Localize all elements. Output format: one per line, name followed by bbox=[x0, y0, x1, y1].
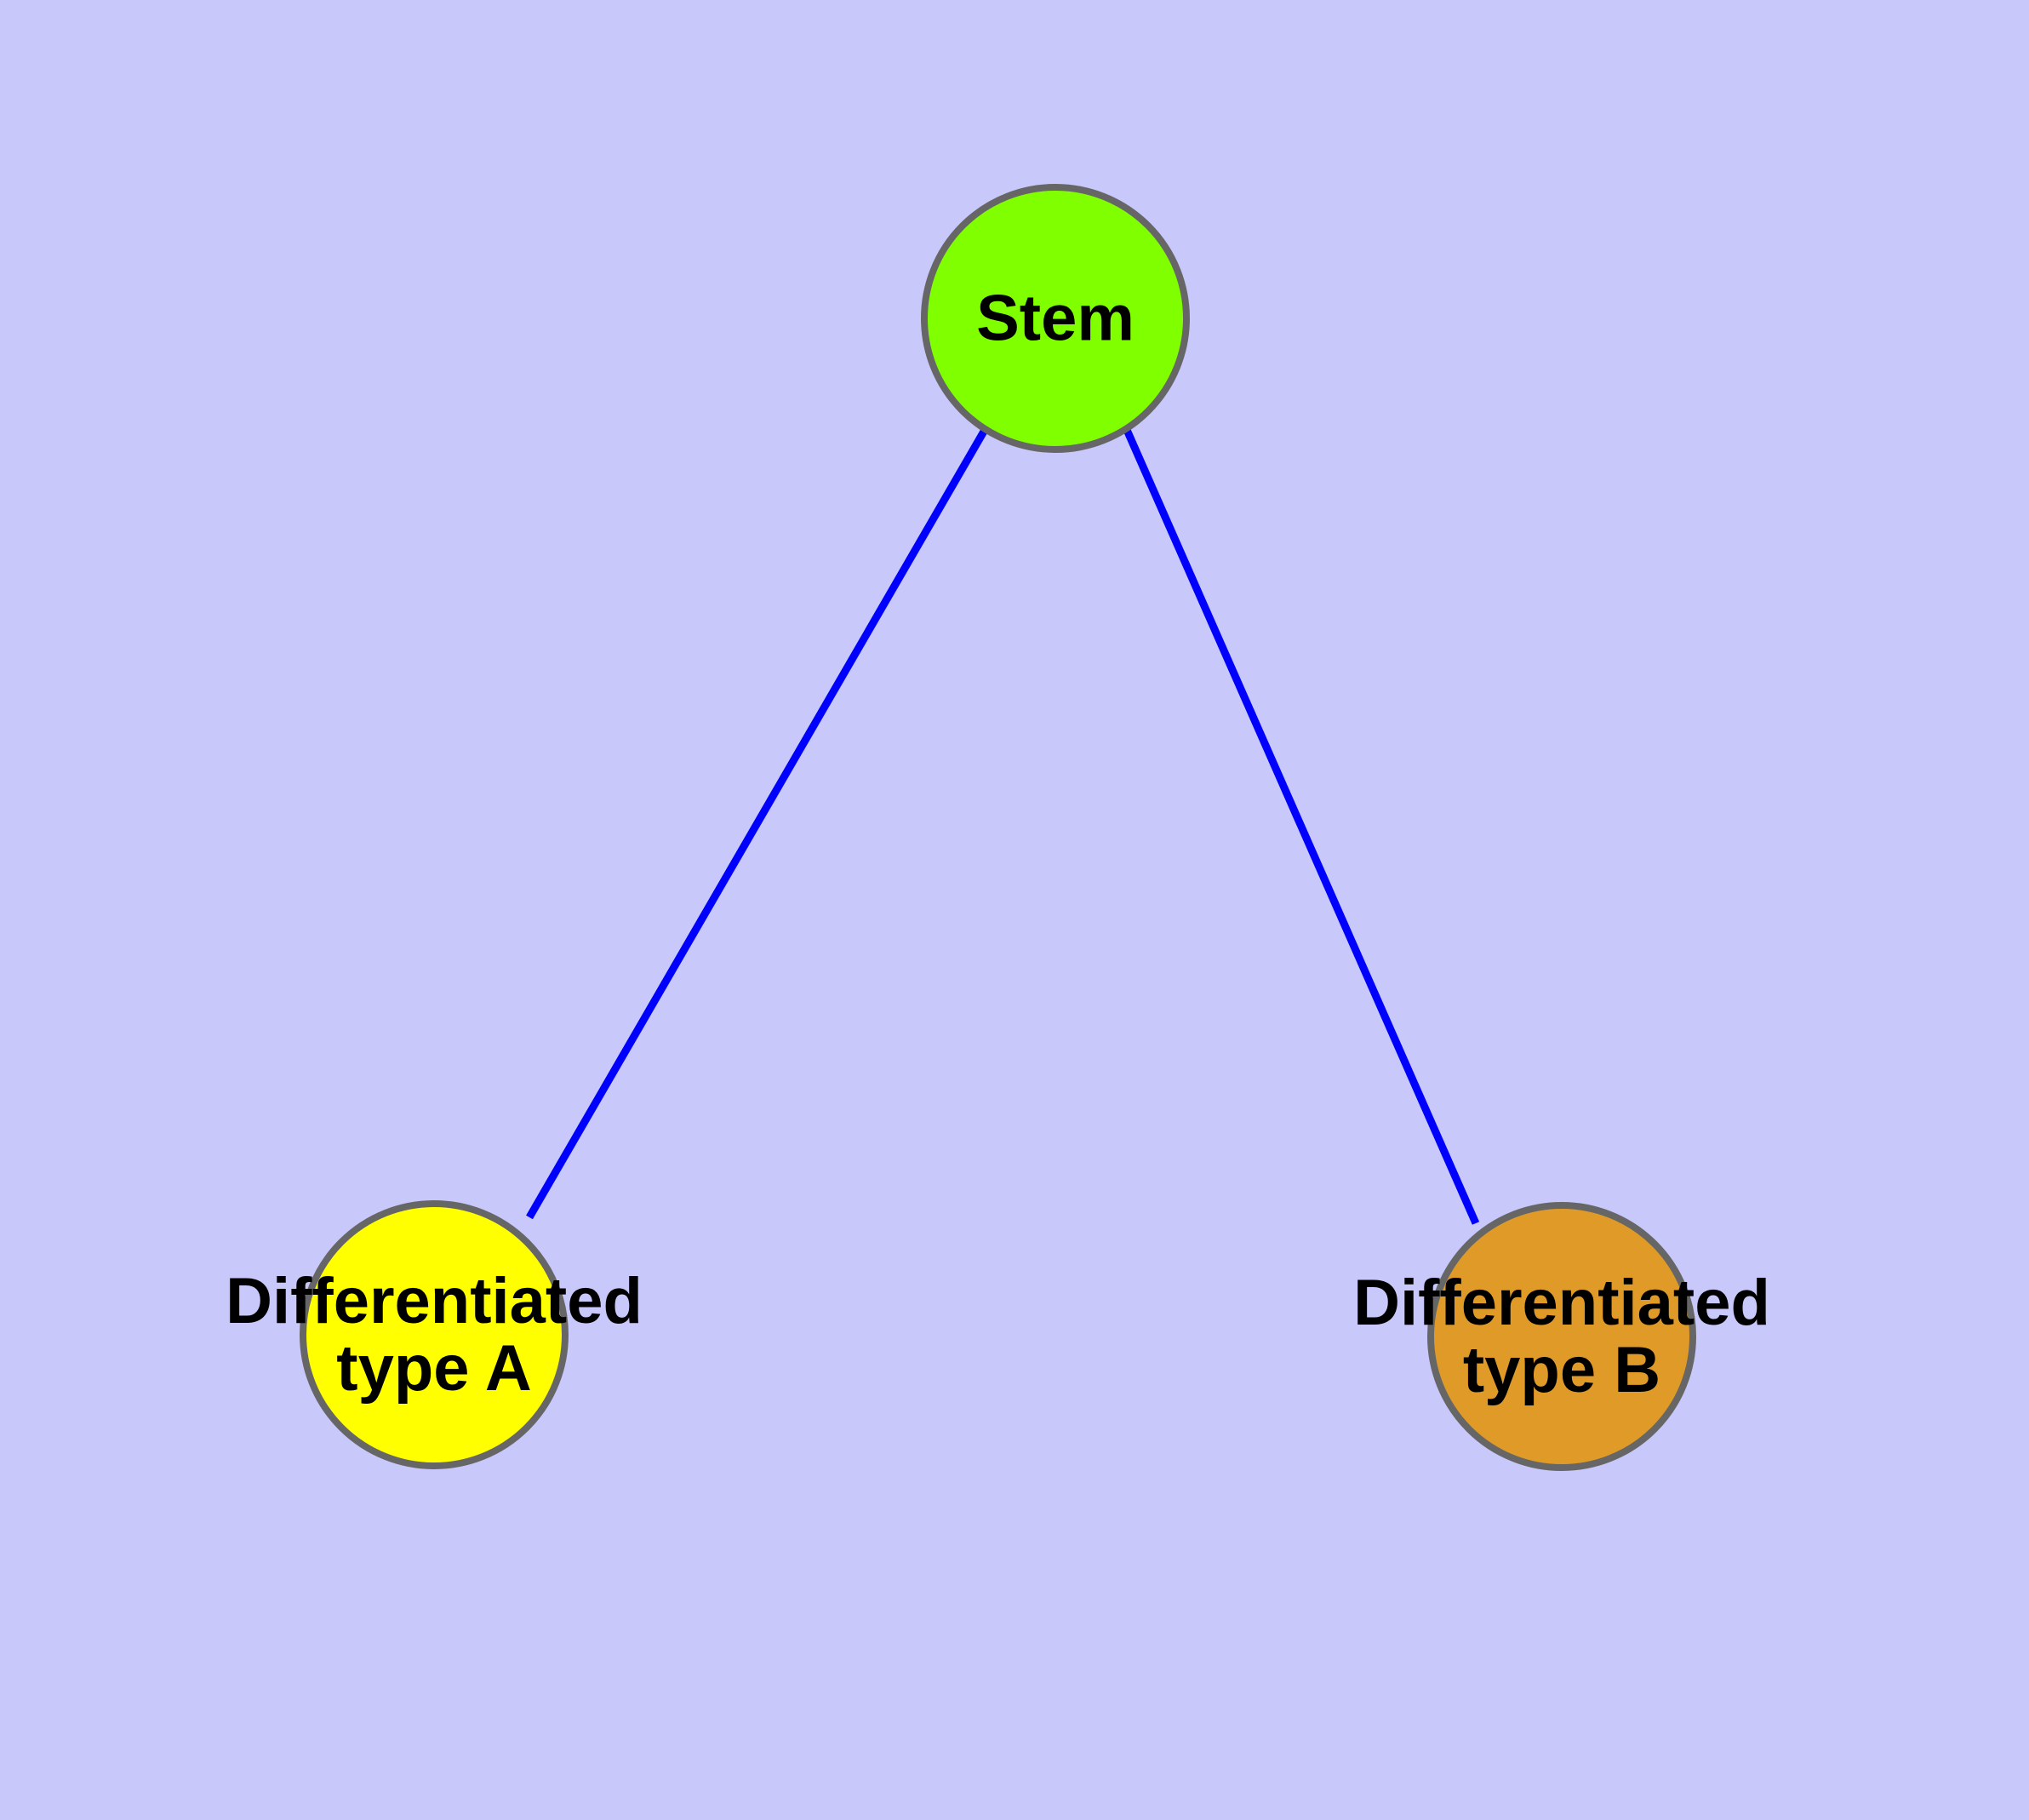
graph-node-diff_a[interactable] bbox=[300, 1200, 569, 1469]
graph-edge[interactable] bbox=[1123, 428, 1480, 1225]
node-layer bbox=[300, 184, 1696, 1471]
edge-layer bbox=[526, 427, 1480, 1225]
graph-node-diff_b[interactable] bbox=[1427, 1202, 1696, 1471]
graph-node-stem[interactable] bbox=[921, 184, 1190, 453]
graph-edge[interactable] bbox=[526, 427, 988, 1220]
